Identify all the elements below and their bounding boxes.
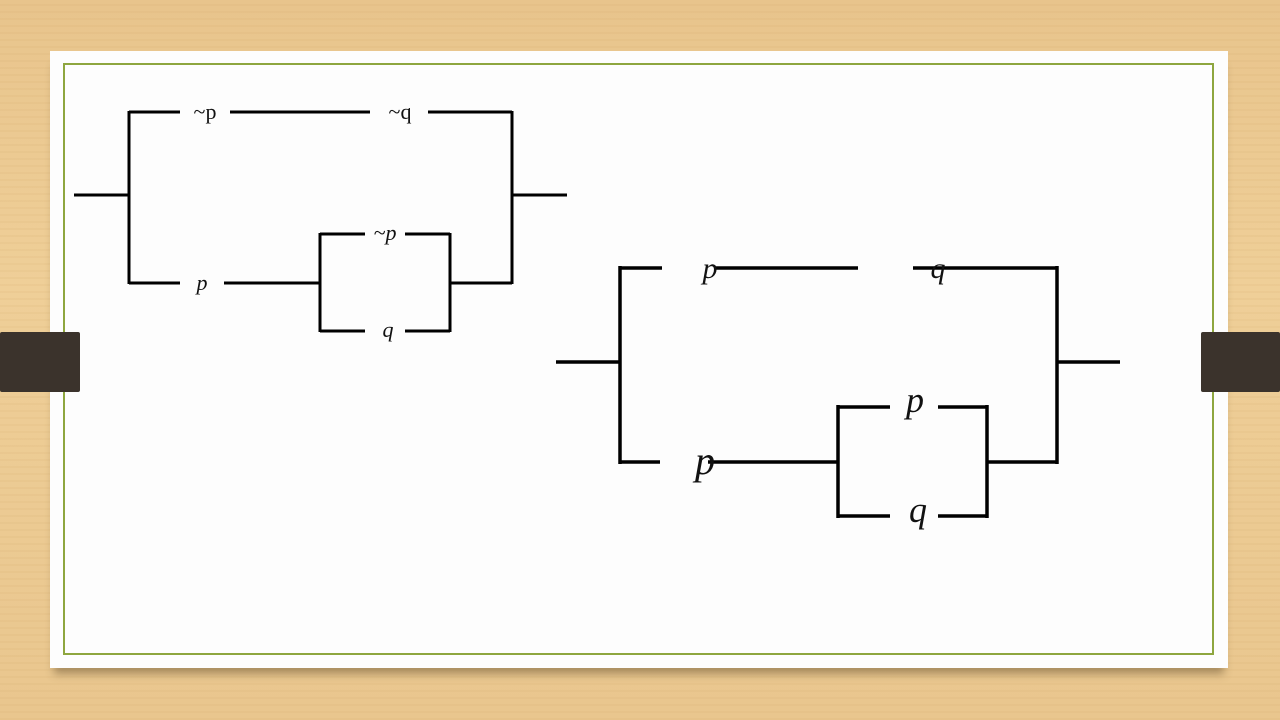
switch-label: p <box>903 380 924 420</box>
left-circuit-labels: ~p ~q p ~p q <box>194 99 412 342</box>
switch-label: ~p <box>374 220 397 245</box>
switch-label: q <box>909 490 927 530</box>
left-binder-tab <box>0 332 80 392</box>
switch-label: p <box>692 438 715 483</box>
left-circuit-diagram <box>74 110 567 333</box>
switch-label: q <box>383 317 394 342</box>
switch-label: q <box>931 252 946 285</box>
right-circuit-labels: p q p p q <box>692 252 946 530</box>
right-circuit-diagram <box>556 266 1120 518</box>
right-binder-tab <box>1201 332 1280 392</box>
slide-panel <box>50 51 1228 668</box>
switch-label: ~p <box>194 99 217 124</box>
switch-label: p <box>701 252 718 285</box>
switch-label: ~q <box>389 99 412 124</box>
switch-label: p <box>195 270 208 295</box>
